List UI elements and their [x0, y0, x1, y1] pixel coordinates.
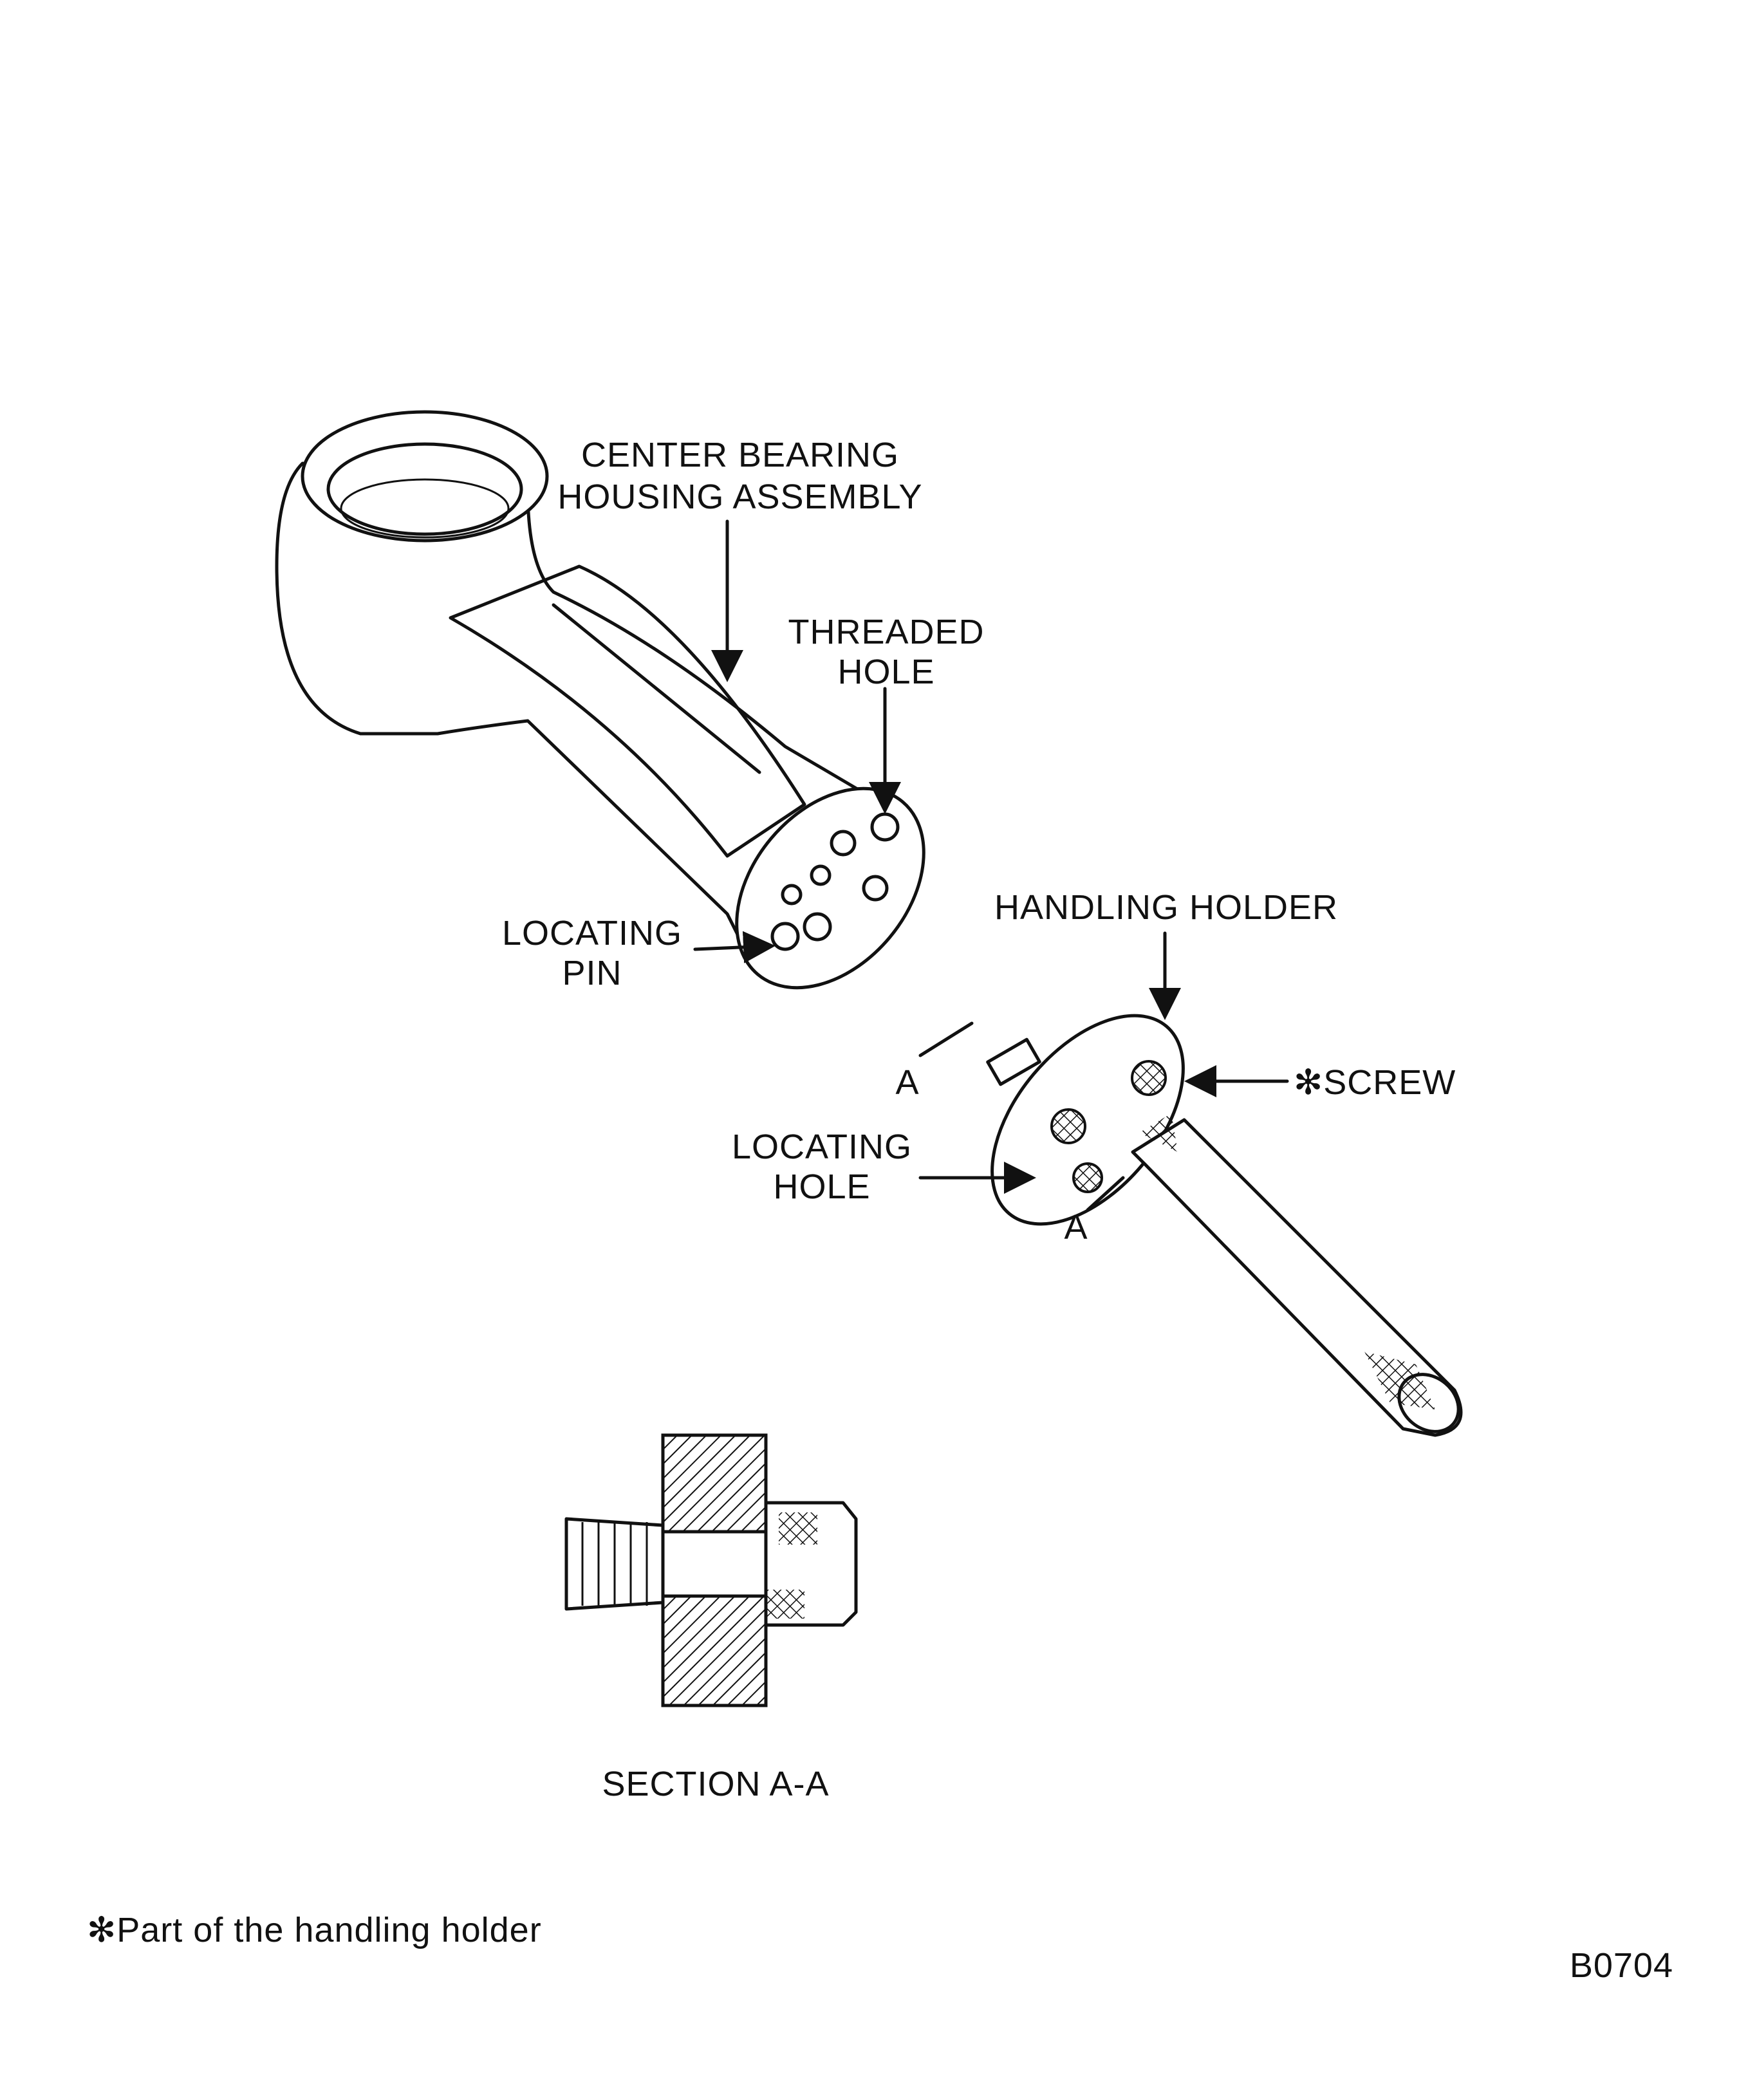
section-mark-bottom: A [1064, 1208, 1088, 1247]
center-bearing-label-line2: HOUSING ASSEMBLY [557, 478, 922, 516]
threaded-hole-label-line1: THREADED [788, 613, 984, 651]
screw-label: ✻SCREW [1294, 1063, 1456, 1102]
handling-holder-drawing [986, 1014, 1463, 1437]
locating-pin-label-line1: LOCATING [502, 914, 682, 952]
handling-holder-label: HANDLING HOLDER [994, 888, 1338, 927]
center-bearing-label-line1: CENTER BEARING [581, 436, 899, 474]
locating-pin-label-line2: PIN [562, 954, 622, 992]
threaded-hole-label-line2: HOLE [837, 653, 934, 691]
center-bearing-housing-drawing [275, 410, 925, 990]
locating-hole-label-line1: LOCATING [732, 1128, 912, 1166]
section-mark-top: A [895, 1063, 919, 1102]
leader-lines [693, 519, 1289, 1212]
figure-id: B0704 [1570, 1946, 1673, 1985]
section-a-a-drawing [564, 1433, 858, 1707]
section-title: SECTION A-A [602, 1765, 829, 1803]
footnote: ✻Part of the handling holder [87, 1911, 542, 1949]
locating-hole-label-line2: HOLE [773, 1167, 870, 1206]
